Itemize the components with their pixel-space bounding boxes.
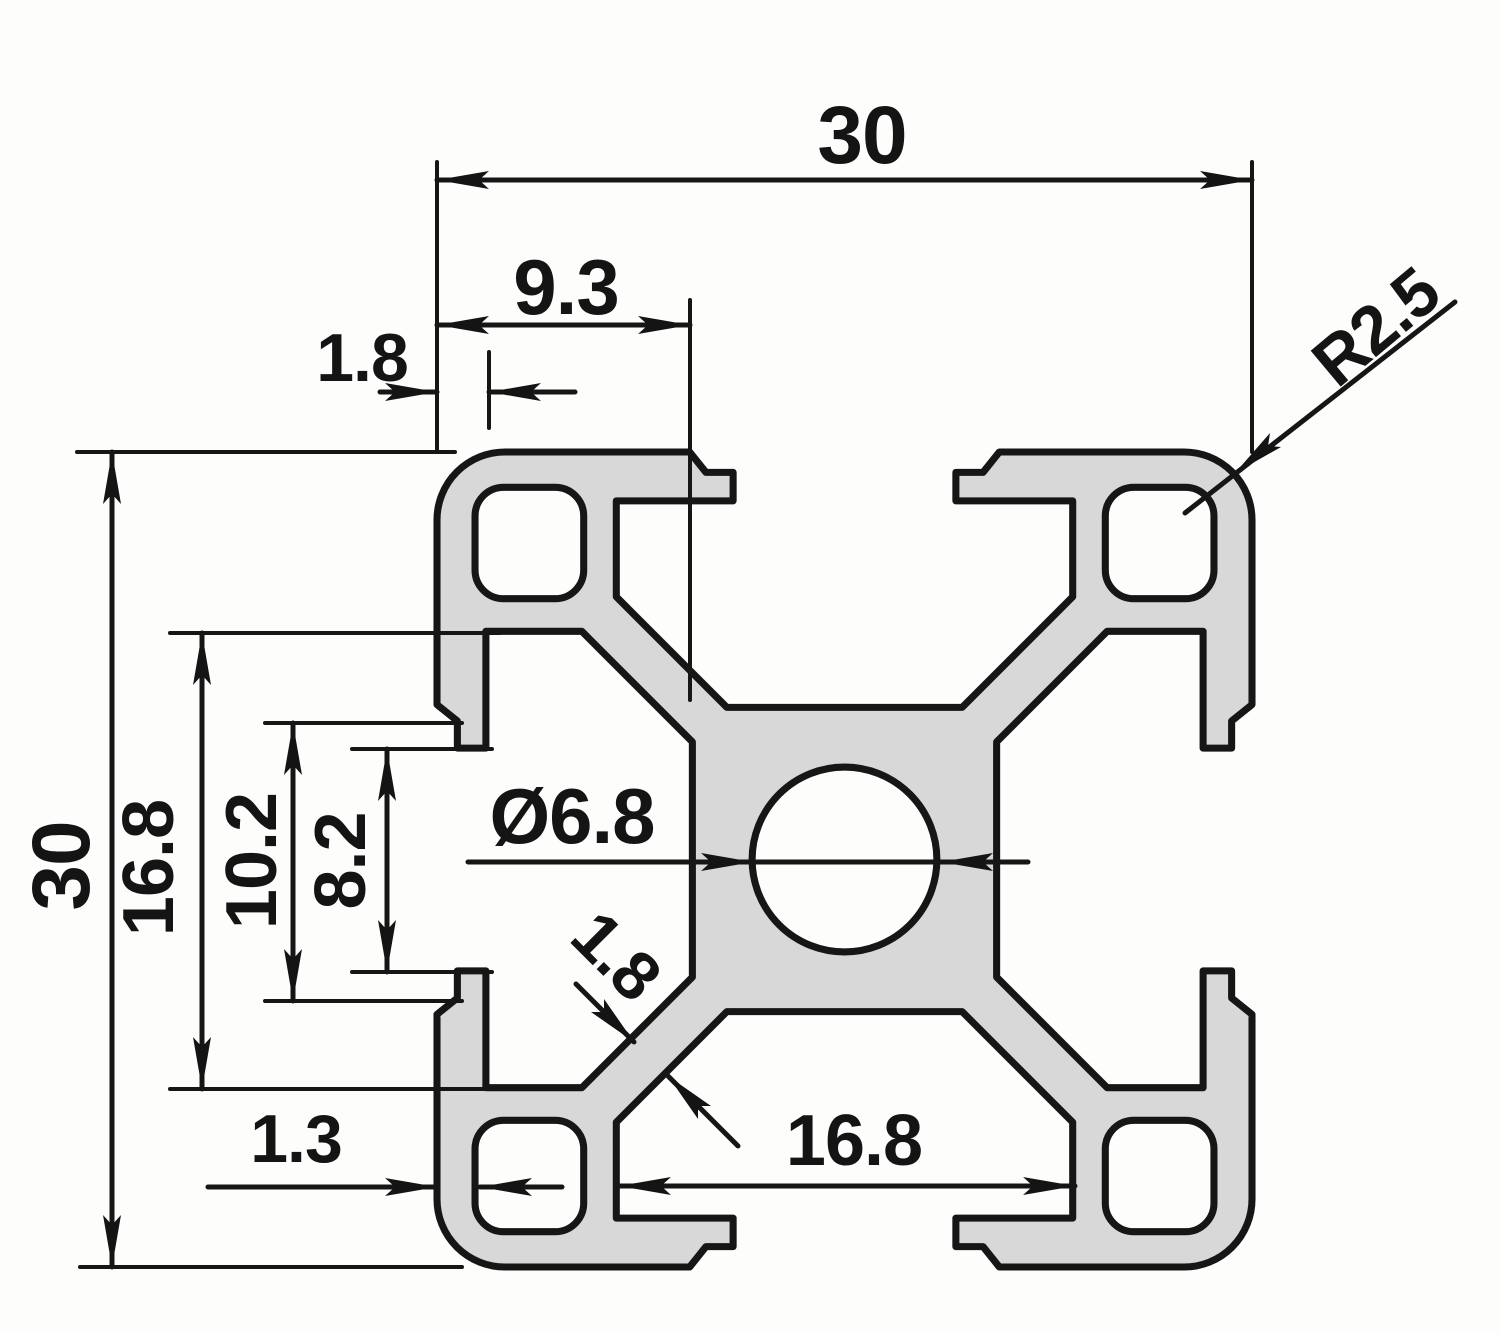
extrusion-profile-cross-section — [433, 448, 1256, 1271]
dim-label-slot-mid-width: 10.2 — [212, 792, 292, 930]
dim-label-center-hole-diameter: Ø6.8 — [489, 772, 655, 860]
dim-label-overall-height: 30 — [16, 821, 107, 911]
dim-label-slot-opening-width: 8.2 — [301, 812, 381, 910]
dim-label-slot-inner-width-bottom: 16.8 — [785, 1101, 923, 1181]
dim-label-overall-width: 30 — [817, 90, 907, 181]
dim-label-bottom-wall-thickness: 1.3 — [250, 1101, 343, 1177]
dim-label-top-wall-thickness: 1.8 — [316, 320, 409, 396]
dim-label-slot-inner-width-left: 16.8 — [109, 799, 189, 937]
profile-body — [433, 448, 1256, 1271]
dim-label-slot-edge-offset: 9.3 — [513, 243, 619, 331]
